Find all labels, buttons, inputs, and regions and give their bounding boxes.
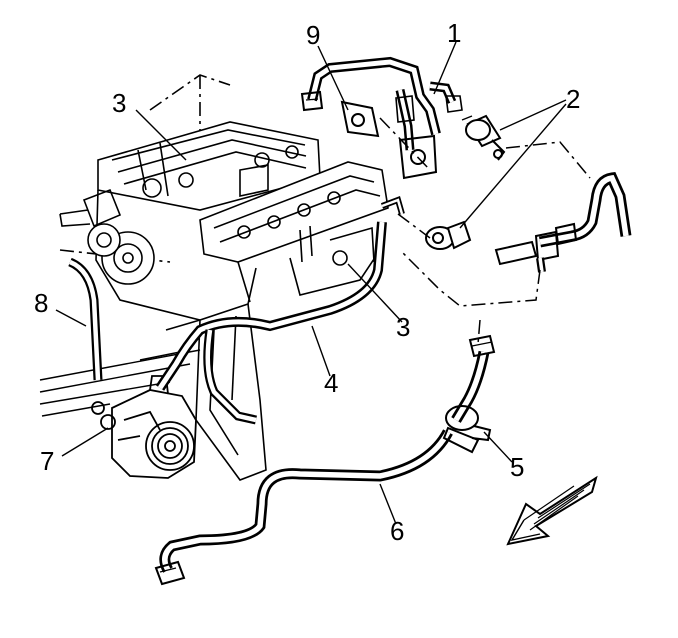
- pipe-9: [300, 56, 441, 136]
- callout-8: 8: [34, 288, 48, 318]
- callout-1: 1: [447, 18, 461, 48]
- tee-fitting: [494, 171, 632, 273]
- hose-6: [154, 429, 453, 586]
- hose-8: [68, 257, 103, 381]
- engine-assembly: [59, 74, 389, 481]
- leader-9: [317, 45, 349, 111]
- hose-4: [155, 196, 405, 391]
- routing-lines: [379, 117, 591, 345]
- pump-tube: [203, 329, 257, 425]
- leader-4: [311, 325, 331, 377]
- callout-5: 5: [510, 452, 524, 482]
- callout-7: 7: [40, 446, 54, 476]
- gasket-9: [340, 100, 380, 138]
- leader-2b: [459, 103, 567, 229]
- callout-6: 6: [390, 516, 404, 546]
- callout-2: 2: [566, 84, 580, 114]
- callout-3-lower: 3: [396, 312, 410, 342]
- callout-4: 4: [324, 368, 338, 398]
- leader-2a: [499, 99, 567, 131]
- pipe-1: [395, 81, 463, 180]
- leader-7: [61, 427, 109, 457]
- valve-2-upper: [461, 114, 506, 161]
- frame-rails: [39, 349, 201, 417]
- leader-3a: [135, 109, 187, 161]
- valve-2-lower: [425, 220, 472, 250]
- callout-leaders: [55, 41, 567, 525]
- check-valve-5: [442, 334, 496, 454]
- callout-3-upper: 3: [112, 88, 126, 118]
- front-direction-arrow: [506, 475, 598, 546]
- leader-6: [379, 483, 397, 525]
- air-injection-pump: [91, 375, 197, 479]
- leader-5: [483, 431, 513, 463]
- leader-8: [55, 309, 87, 327]
- leader-1: [433, 41, 457, 95]
- callout-9: 9: [306, 20, 320, 50]
- callout-labels: 1 2 3 3 4 5 6 7 8 9: [34, 18, 580, 546]
- leader-3b: [347, 263, 403, 323]
